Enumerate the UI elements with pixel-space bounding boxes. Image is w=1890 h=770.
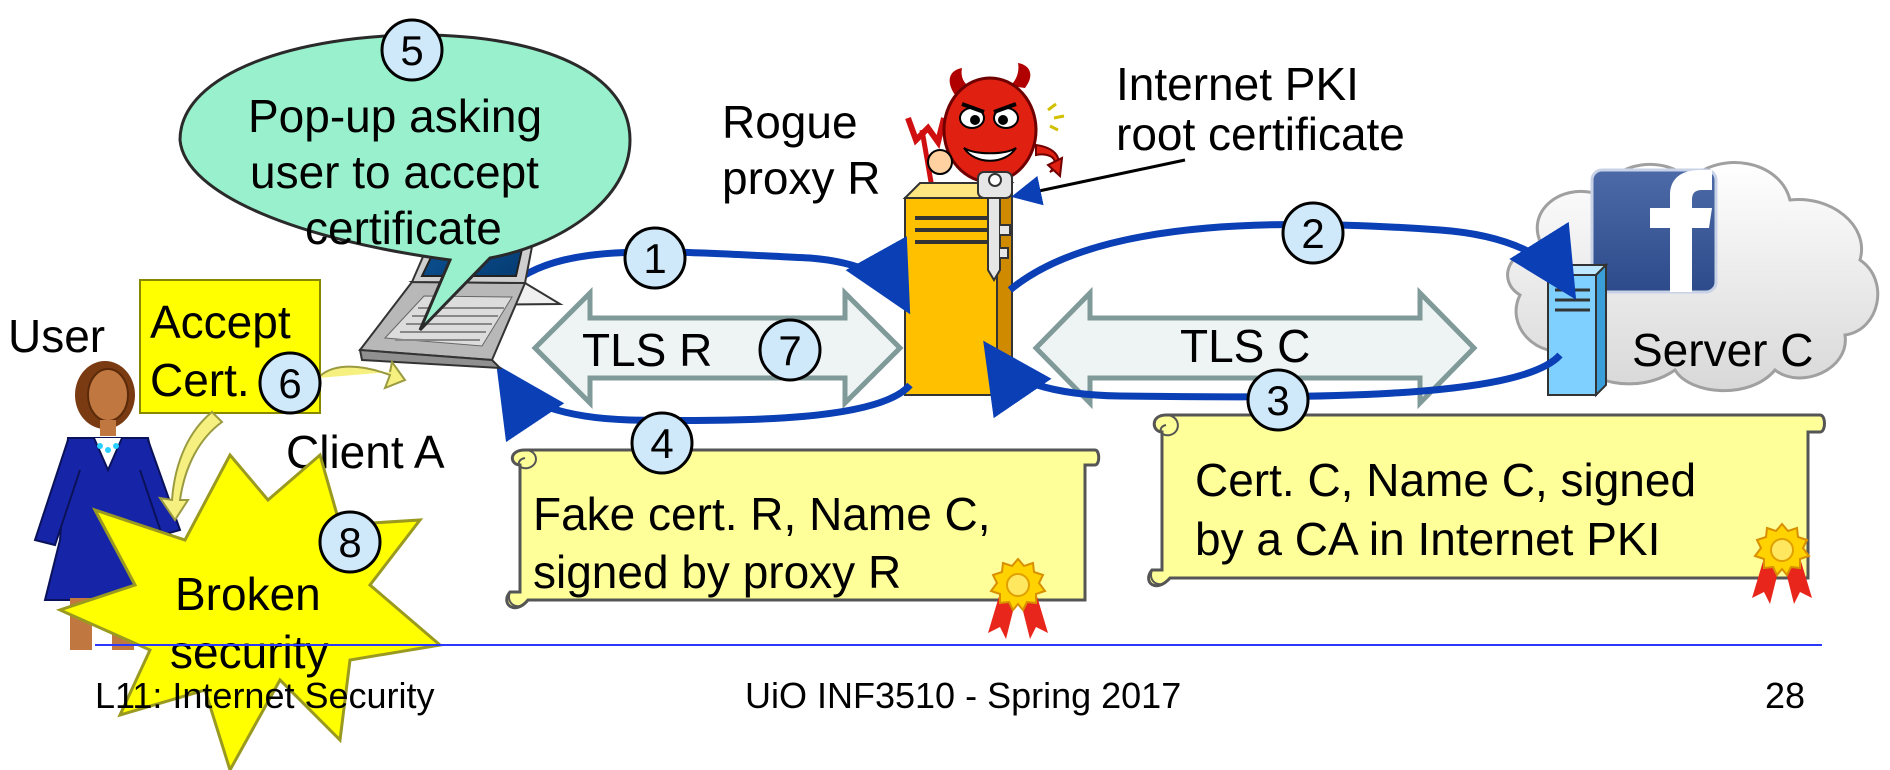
tls-c-label: TLS C <box>1180 320 1310 372</box>
flow-arrow-1 <box>492 236 911 315</box>
key-icon <box>977 171 1013 282</box>
footer-left: L11: Internet Security <box>95 675 435 716</box>
step-circle-3: 3 <box>1246 368 1310 432</box>
blue-server-tower-icon <box>1545 262 1609 398</box>
svg-text:6: 6 <box>278 360 301 407</box>
tls-c-tunnel <box>1032 286 1478 410</box>
step-circle-8: 8 <box>318 510 382 574</box>
pki-root-label-line1: Internet PKI <box>1116 58 1359 110</box>
fake-cert-line2: signed by proxy R <box>533 546 901 598</box>
svg-text:5: 5 <box>400 27 423 74</box>
fake-cert-line1: Fake cert. R, Name C, <box>533 488 991 540</box>
footer-center: UiO INF3510 - Spring 2017 <box>745 675 1181 716</box>
server-label: Server C <box>1632 324 1813 376</box>
svg-text:2: 2 <box>1301 210 1324 257</box>
flow-arrow-2 <box>1007 220 1577 300</box>
tls-r-tunnel <box>531 286 904 410</box>
svg-text:4: 4 <box>650 420 673 467</box>
curved-arrow-to-user <box>157 410 224 522</box>
popup-text-line3: certificate <box>305 202 502 254</box>
svg-text:3: 3 <box>1266 377 1289 424</box>
tls-r-label: TLS R <box>582 324 712 376</box>
popup-text-line1: Pop-up asking <box>248 90 542 142</box>
fake-cert-scroll <box>505 448 1101 610</box>
rogue-proxy-label-line2: proxy R <box>722 152 880 204</box>
real-cert-line2: by a CA in Internet PKI <box>1195 513 1660 565</box>
facebook-logo-icon <box>1590 168 1718 294</box>
step-circle-5: 5 <box>380 18 444 82</box>
popup-text-line2: user to accept <box>250 146 539 198</box>
svg-text:8: 8 <box>338 519 361 566</box>
step-circle-7: 7 <box>758 318 822 382</box>
rogue-proxy-label-line1: Rogue <box>722 96 858 148</box>
devil-icon <box>905 63 1065 206</box>
flow-arrow-3 <box>983 340 1563 419</box>
svg-text:7: 7 <box>778 327 801 374</box>
step-circle-4: 4 <box>630 411 694 475</box>
step-circle-2: 2 <box>1281 201 1345 265</box>
step-circle-6: 6 <box>258 351 322 415</box>
user-label: User <box>8 310 105 362</box>
step-circle-1: 1 <box>623 226 687 290</box>
real-cert-line1: Cert. C, Name C, signed <box>1195 454 1696 506</box>
broken-security-line2: security <box>170 626 328 678</box>
pki-root-label-line2: root certificate <box>1116 108 1405 160</box>
broken-security-line1: Broken <box>175 568 321 620</box>
real-cert-scroll <box>1147 413 1826 588</box>
svg-text:1: 1 <box>643 235 666 282</box>
pki-pointer-line <box>1011 158 1186 206</box>
accept-cert-line2: Cert. <box>150 354 250 406</box>
accept-cert-line1: Accept <box>150 296 291 348</box>
page-number: 28 <box>1765 675 1805 716</box>
curved-arrow-to-laptop <box>317 359 407 390</box>
